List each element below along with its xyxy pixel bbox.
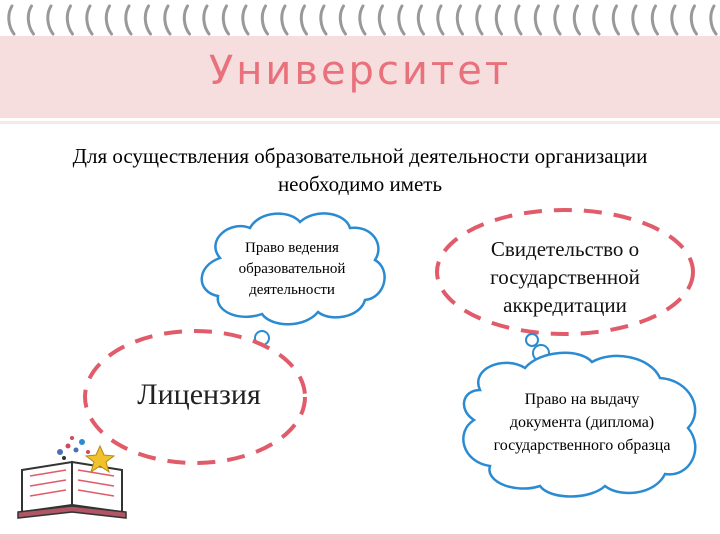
spiral-ring	[650, 4, 659, 36]
accreditation-label: Свидетельство о государственной аккредит…	[490, 237, 640, 317]
spiral-ring	[436, 4, 445, 36]
spiral-ring	[397, 4, 406, 36]
star-icon	[84, 444, 116, 474]
spiral-binding	[7, 4, 718, 36]
license-label: Лицензия	[137, 378, 261, 411]
spiral-ring	[202, 4, 211, 36]
bottom-border	[0, 534, 720, 540]
spiral-ring	[533, 4, 542, 36]
spiral-ring	[358, 4, 367, 36]
license-cloud-text: Право ведения образовательной деятельнос…	[238, 240, 346, 298]
accreditation-cloud-text: Право на выдачу документа (диплома) госу…	[493, 391, 671, 454]
spiral-ring	[455, 4, 464, 36]
page-title: Университет	[208, 48, 512, 94]
spiral-ring	[221, 4, 230, 36]
license-ellipse	[83, 329, 307, 465]
spiral-ring	[631, 4, 640, 36]
spiral-ring	[416, 4, 425, 36]
spiral-ring	[709, 4, 718, 36]
spiral-ring	[572, 4, 581, 36]
spiral-ring	[280, 4, 289, 36]
spiral-ring	[124, 4, 133, 36]
spiral-ring	[46, 4, 55, 36]
spiral-ring	[241, 4, 250, 36]
license-thought-cloud	[200, 212, 386, 326]
spiral-ring	[611, 4, 620, 36]
spiral-ring	[592, 4, 601, 36]
spiral-ring	[338, 4, 347, 36]
accreditation-ellipse	[435, 208, 695, 336]
spiral-ring	[260, 4, 269, 36]
accreditation-thought-cloud	[462, 351, 697, 498]
sparkle-icon	[57, 436, 90, 460]
spiral-ring	[494, 4, 503, 36]
spiral-ring	[85, 4, 94, 36]
spiral-ring	[553, 4, 562, 36]
spiral-ring	[377, 4, 386, 36]
subtitle: Для осуществления образовательной деятел…	[72, 144, 648, 196]
spiral-ring	[65, 4, 74, 36]
spiral-ring	[514, 4, 523, 36]
spiral-ring	[26, 4, 35, 36]
spiral-ring	[163, 4, 172, 36]
spiral-ring	[475, 4, 484, 36]
spiral-ring	[104, 4, 113, 36]
spiral-ring	[689, 4, 698, 36]
open-book-icon	[17, 460, 127, 519]
spiral-ring	[182, 4, 191, 36]
accreditation-thought-bubble-small	[525, 333, 539, 347]
title-band	[0, 36, 720, 124]
spiral-ring	[7, 4, 16, 36]
spiral-ring	[319, 4, 328, 36]
spiral-ring	[670, 4, 679, 36]
spiral-ring	[299, 4, 308, 36]
spiral-ring	[143, 4, 152, 36]
